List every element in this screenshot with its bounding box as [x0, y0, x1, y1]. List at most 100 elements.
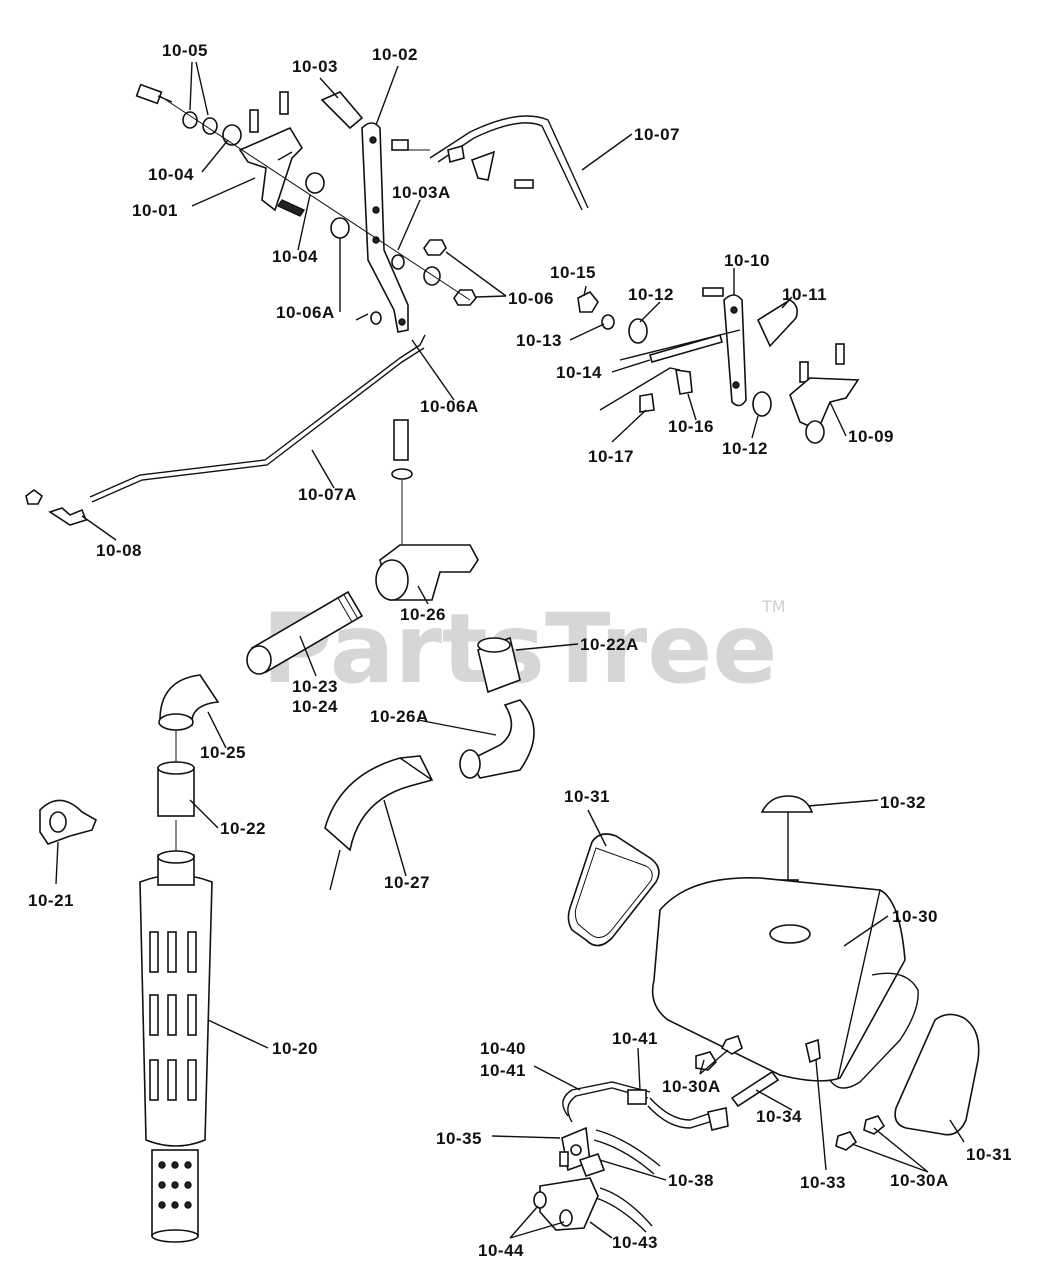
- choke-linkage-group: [577, 287, 860, 444]
- hose-10-38: [595, 1129, 661, 1167]
- callout-10-09: 10-09: [848, 427, 894, 446]
- bracket-10-43: [539, 1177, 599, 1231]
- grommet-10-44: [559, 1209, 573, 1227]
- screw: [249, 109, 259, 133]
- callout-10-06A: 10-06A: [276, 303, 335, 322]
- clamp-10-21: [39, 799, 98, 845]
- callout-10-30A: 10-30A: [662, 1077, 721, 1096]
- callout-10-16: 10-16: [668, 417, 714, 436]
- bracket-10-09: [789, 377, 860, 432]
- grommet-10-44: [533, 1191, 547, 1209]
- exhaust-group: [39, 419, 535, 1243]
- washer-10-12: [628, 318, 648, 344]
- callout-10-03: 10-03: [292, 57, 338, 76]
- nipple-10-22: [157, 767, 195, 817]
- washer-10-06A: [330, 217, 350, 239]
- callout-10-01: 10-01: [132, 201, 178, 220]
- elbow-10-25: [159, 674, 220, 726]
- knob-10-03: [320, 91, 364, 130]
- leader-lines: [55, 61, 965, 1239]
- nut-10-30A: [695, 1051, 718, 1071]
- washer-10-13: [601, 314, 615, 330]
- callout-10-31: 10-31: [564, 787, 610, 806]
- callout-10-07: 10-07: [634, 125, 680, 144]
- callout-10-35: 10-35: [436, 1129, 482, 1148]
- callout-10-10: 10-10: [724, 251, 770, 270]
- screw: [391, 139, 409, 151]
- callout-10-12-lower: 10-12: [722, 439, 768, 458]
- nut-10-30A: [835, 1131, 858, 1151]
- callout-10-06A-lower: 10-06A: [420, 397, 479, 416]
- callout-10-14: 10-14: [556, 363, 602, 382]
- cap-10-32: [760, 795, 814, 813]
- callout-10-07A: 10-07A: [298, 485, 357, 504]
- stud: [276, 199, 306, 217]
- knob-10-11: [756, 299, 798, 348]
- rod-10-07: [429, 115, 589, 209]
- callout-10-23: 10-23: [292, 677, 338, 696]
- fuel-tank-group: [533, 795, 980, 1233]
- callout-10-06: 10-06: [508, 289, 554, 308]
- callout-10-04-lower: 10-04: [272, 247, 318, 266]
- callout-10-30A-lower: 10-30A: [890, 1171, 949, 1190]
- washer-10-06A: [423, 266, 441, 286]
- elbow-10-26A: [468, 699, 535, 779]
- callout-10-44: 10-44: [478, 1241, 524, 1260]
- washer-10-03A: [391, 254, 405, 270]
- callout-10-11: 10-11: [782, 285, 827, 304]
- callout-10-24: 10-24: [292, 697, 338, 716]
- callout-10-21: 10-21: [28, 891, 74, 910]
- clip-10-17: [639, 393, 655, 413]
- callout-10-41-upper: 10-41: [612, 1029, 658, 1048]
- strap-10-31-right: [894, 1013, 980, 1136]
- callout-10-04: 10-04: [148, 165, 194, 184]
- throttle-linkage-group: [25, 83, 589, 526]
- washer-10-12: [752, 391, 772, 417]
- callout-10-22A: 10-22A: [580, 635, 639, 654]
- clip: [470, 150, 496, 181]
- callout-labels: 10-05 10-03 10-02 10-07 10-04 10-01 10-0…: [28, 41, 1012, 1260]
- callout-10-05: 10-05: [162, 41, 208, 60]
- callout-10-38: 10-38: [668, 1171, 714, 1190]
- nut-10-06: [453, 289, 477, 306]
- callout-10-25: 10-25: [200, 743, 246, 762]
- callout-10-26A: 10-26A: [370, 707, 429, 726]
- callout-10-40: 10-40: [480, 1039, 526, 1058]
- callout-10-02: 10-02: [372, 45, 418, 64]
- callout-10-03A: 10-03A: [392, 183, 451, 202]
- fuel-line-10-40: [562, 1081, 651, 1117]
- callout-10-15: 10-15: [550, 263, 596, 282]
- lever-10-10: [723, 294, 747, 407]
- callout-10-22: 10-22: [220, 819, 266, 838]
- tube-10-27: [324, 755, 434, 852]
- nut-10-15: [577, 290, 599, 313]
- callout-10-12: 10-12: [628, 285, 674, 304]
- clip-10-16: [675, 369, 693, 395]
- filter-10-41: [627, 1089, 647, 1105]
- callout-10-32: 10-32: [880, 793, 926, 812]
- callout-10-34: 10-34: [756, 1107, 802, 1126]
- screw: [279, 91, 289, 115]
- callout-10-13: 10-13: [516, 331, 562, 350]
- hose-10-34: [730, 1070, 780, 1108]
- callout-10-30: 10-30: [892, 907, 938, 926]
- washer-10-04: [305, 172, 325, 194]
- rod-10-14: [649, 334, 723, 363]
- callout-10-17: 10-17: [588, 447, 634, 466]
- rod-10-07A: [89, 334, 426, 498]
- callout-10-31-right: 10-31: [966, 1145, 1012, 1164]
- lever-10-02: [361, 122, 409, 333]
- callout-10-08: 10-08: [96, 541, 142, 560]
- watermark-trademark: TM: [761, 597, 786, 616]
- fuel-tank-10-30: [651, 876, 906, 1082]
- callout-10-33: 10-33: [800, 1173, 846, 1192]
- nut-10-06: [423, 239, 447, 256]
- fitting-10-08: [48, 507, 88, 526]
- callout-10-43: 10-43: [612, 1233, 658, 1252]
- callout-10-27: 10-27: [384, 873, 430, 892]
- fitting-10-33: [805, 1038, 821, 1064]
- callout-10-41: 10-41: [480, 1061, 526, 1080]
- callout-10-26: 10-26: [400, 605, 446, 624]
